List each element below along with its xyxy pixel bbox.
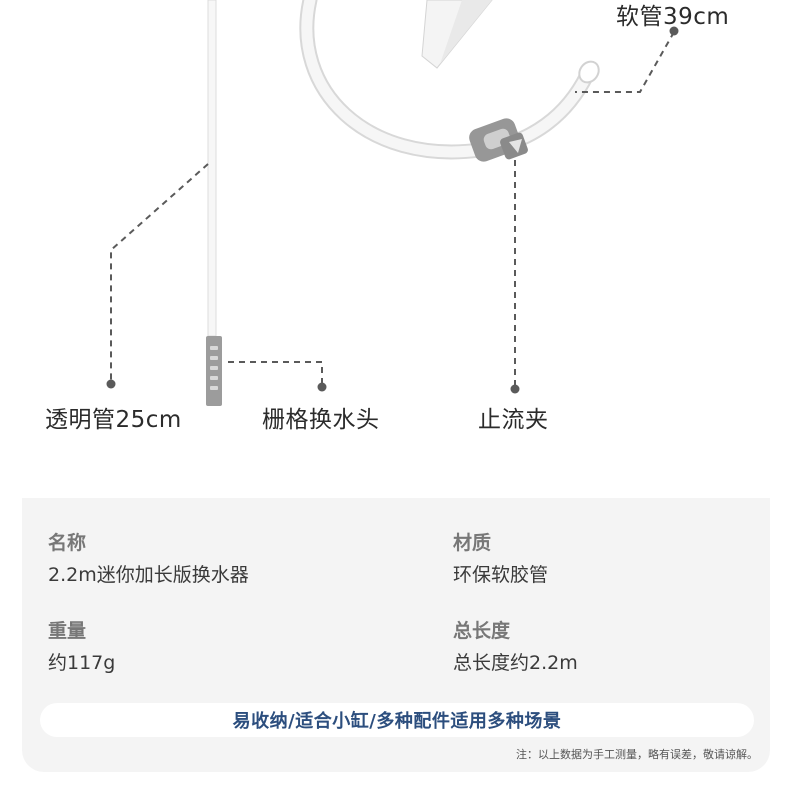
clear-tube [207, 0, 217, 337]
feature-banner: 易收纳/适合小缸/多种配件适用多种场景 [40, 703, 754, 737]
measurement-note: 注：以上数据为手工测量，略有误差，敬请谅解。 [516, 748, 758, 761]
soft-hose [299, 0, 600, 160]
clear-tube-label: 透明管25cm [45, 407, 182, 433]
spec-name-label: 名称 [48, 532, 87, 554]
spec-name-value: 2.2m迷你加长版换水器 [48, 564, 249, 586]
feature-banner-text: 易收纳/适合小缸/多种配件适用多种场景 [232, 711, 562, 732]
callout-dots [106, 26, 679, 394]
callout-lines [110, 31, 675, 388]
spec-length-value: 总长度约2.2m [453, 652, 578, 674]
product-card: 软管39cm 透明管25cm 栅格换水头 止流夹 名称 2.2m迷你加长版换水器… [22, 0, 770, 772]
clamp-label: 止流夹 [478, 407, 549, 433]
soft-hose-label: 软管39cm [616, 4, 730, 30]
grid-head-label: 栅格换水头 [262, 407, 380, 433]
spec-material-value: 环保软胶管 [453, 564, 549, 586]
spec-weight-value: 约117g [48, 652, 116, 674]
spec-length-label: 总长度 [453, 620, 511, 642]
spec-weight-label: 重量 [48, 620, 87, 642]
grid-head [206, 336, 222, 406]
spec-material-label: 材质 [453, 532, 492, 554]
product-illustration-area: 软管39cm 透明管25cm 栅格换水头 止流夹 [22, 0, 770, 498]
clamp-icon [469, 118, 528, 162]
water-changer-illustration [106, 0, 679, 406]
funnel-fragment [421, 0, 493, 69]
